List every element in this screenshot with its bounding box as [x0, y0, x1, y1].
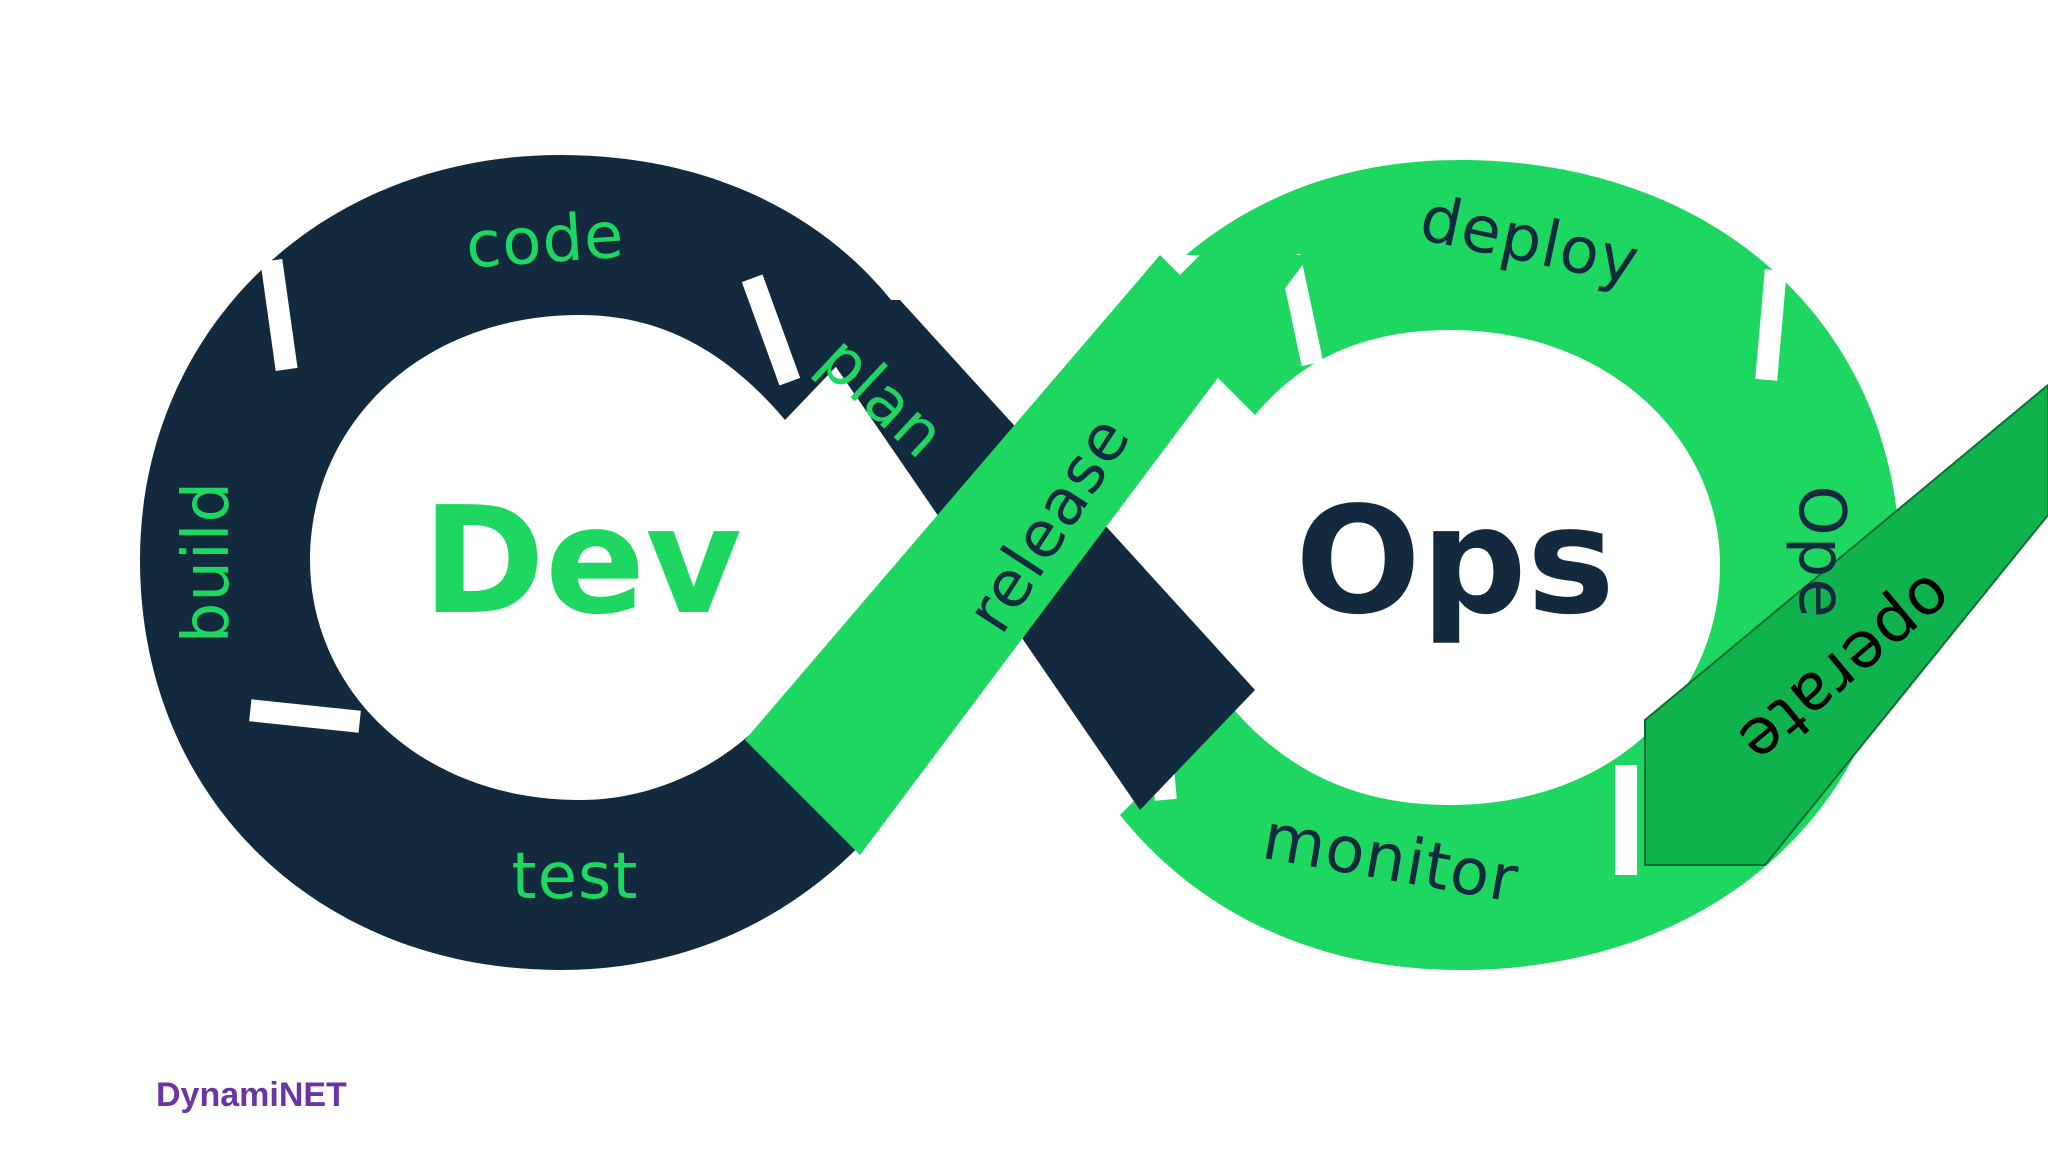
center-word-ops: Ops	[1295, 475, 1615, 647]
dev-ring	[140, 155, 900, 970]
release-band-notch	[1160, 255, 1200, 275]
dev-divider-top	[260, 259, 298, 371]
stage-label-code: code	[464, 199, 627, 284]
operate-banner	[1644, 383, 2048, 866]
stage-label-test: test	[512, 840, 639, 914]
dev-divider-topright	[741, 274, 801, 386]
ops-divider-bottom	[1615, 765, 1637, 875]
ops-divider-top	[1278, 253, 1324, 367]
release-band	[745, 255, 1310, 855]
center-word-dev: Dev	[422, 475, 742, 647]
dev-divider-left	[249, 699, 361, 733]
brand-footer: DynamiNET	[156, 1076, 347, 1114]
stage-label-build: build	[170, 481, 244, 643]
stage-label-operate-partial: Ope	[1784, 485, 1858, 618]
ops-divider-right	[1755, 269, 1787, 381]
